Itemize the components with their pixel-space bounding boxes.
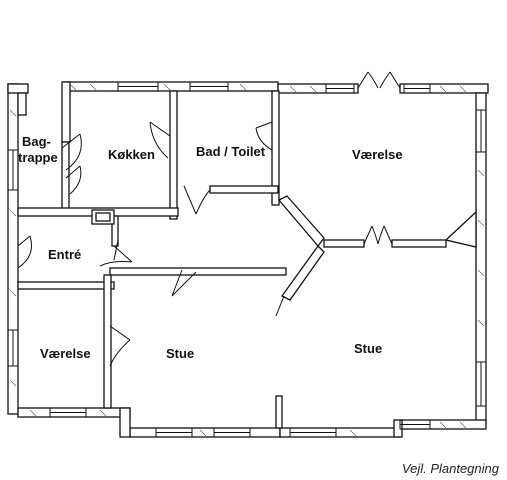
window-room-top-2 <box>403 83 431 94</box>
wall-bath-room <box>271 90 280 206</box>
wall-room-stue-2 <box>391 239 447 248</box>
wall-hatching <box>9 83 485 437</box>
wall-kitchen-bath <box>169 90 178 220</box>
label-bagtrappe-line2: trappe <box>18 150 58 165</box>
door-room-left <box>109 325 131 367</box>
cabinet-box <box>91 209 115 225</box>
doors <box>17 71 401 367</box>
window-bottom-2 <box>155 427 193 438</box>
wall-diagonal-lower <box>281 244 325 301</box>
door-bath-lower <box>183 185 211 215</box>
window-bottom-1 <box>49 407 87 418</box>
wall-stue-stub <box>275 395 283 429</box>
wall-bottom-step <box>119 407 131 438</box>
label-stue-left: Stue <box>166 346 194 361</box>
wall-entre-stub <box>111 215 119 247</box>
window-room-top-1 <box>325 83 355 94</box>
door-bath <box>255 121 273 151</box>
wall-stair-stub <box>17 92 27 116</box>
window-kitchen <box>117 81 159 92</box>
label-vaerelse-bottom: Værelse <box>40 346 91 361</box>
window-bottom-4 <box>289 427 337 438</box>
door-french-top <box>357 71 401 89</box>
plan-caption: Vejl. Plantegning <box>401 461 499 476</box>
door-kitchen <box>149 121 171 159</box>
window-bottom-5 <box>399 419 431 430</box>
wall-entre-stue <box>109 267 287 276</box>
wall-entre-bottom <box>17 281 115 290</box>
windows <box>7 81 487 438</box>
door-french-middle <box>363 225 393 245</box>
door-stair-lower <box>65 165 82 195</box>
wall-bottom-mid <box>129 427 281 438</box>
window-bottom-3 <box>213 427 251 438</box>
door-entre-corridor <box>99 245 133 267</box>
wall-room-stue-left <box>103 274 112 409</box>
door-stue-diagonal <box>275 295 285 317</box>
wall-room-stue-1 <box>323 239 365 248</box>
label-vaerelse-top: Værelse <box>352 147 403 162</box>
wall-top-mid <box>277 83 359 94</box>
door-stair <box>61 133 82 171</box>
wall-top-right <box>399 83 489 94</box>
label-kokken: Køkken <box>108 147 155 162</box>
wall-top-stair <box>7 83 29 94</box>
label-bagtrappe-line1: Bag- <box>22 134 51 149</box>
window-right-2 <box>475 361 487 407</box>
window-left-2 <box>7 329 19 367</box>
window-left-1 <box>7 149 19 191</box>
wall-bath-bottom <box>209 185 279 194</box>
door-entre-room <box>113 239 119 261</box>
wall-diagonal-upper <box>277 195 325 248</box>
label-bad-toilet: Bad / Toilet <box>196 144 266 159</box>
wall-stair-kitchen <box>61 141 70 213</box>
door-stue-left <box>171 269 197 297</box>
room-labels: Bag- trappe Køkken Bad / Toilet Værelse … <box>18 134 403 361</box>
window-bath <box>189 81 229 92</box>
wall-corner-chimney <box>444 210 477 248</box>
cabinet-inner <box>95 212 111 222</box>
wall-stair-right <box>61 81 71 143</box>
label-entre: Entré <box>48 247 81 262</box>
interior-walls <box>17 90 477 429</box>
window-right-1 <box>475 109 487 153</box>
door-entre <box>17 235 32 269</box>
label-stue-right: Stue <box>354 341 382 356</box>
